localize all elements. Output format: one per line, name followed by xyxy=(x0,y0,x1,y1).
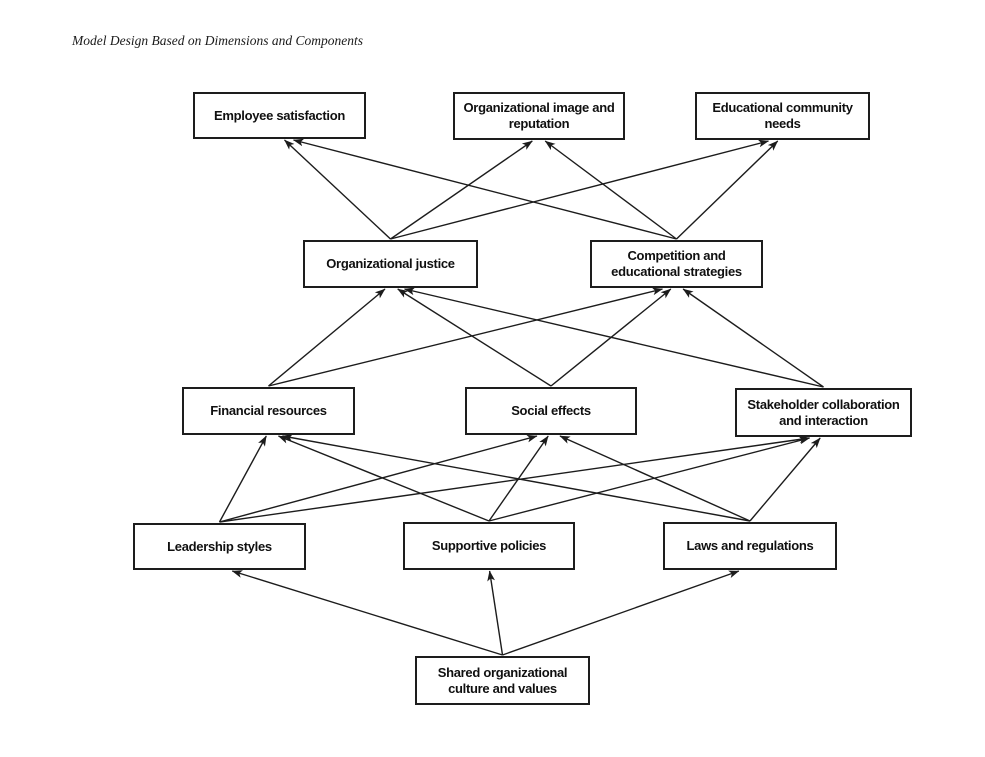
node-organizational-image-and-reputation: Organizational image and reputation xyxy=(453,92,625,140)
edge-leadership-to-financial xyxy=(218,435,267,523)
edge-shared_culture-to-supportive xyxy=(487,570,504,656)
edge-competition-to-edu_community xyxy=(676,140,779,240)
node-educational-community-needs: Educational community needs xyxy=(695,92,870,140)
node-organizational-justice: Organizational justice xyxy=(303,240,478,288)
node-label: Educational community needs xyxy=(712,100,853,131)
edge-competition-to-employee_satisfaction xyxy=(293,138,677,240)
node-label: Financial resources xyxy=(210,403,327,419)
edge-stakeholder-to-competition xyxy=(682,288,824,388)
edge-social-to-org_justice xyxy=(397,288,552,387)
edge-stakeholder-to-org_justice xyxy=(404,287,824,388)
node-label: Laws and regulations xyxy=(686,538,814,554)
node-supportive-policies: Supportive policies xyxy=(403,522,575,570)
edge-supportive-to-stakeholder xyxy=(488,436,810,522)
edge-org_justice-to-org_image xyxy=(390,140,533,240)
diagram-title: Model Design Based on Dimensions and Com… xyxy=(72,33,363,48)
node-shared-organizational-culture-and-values: Shared organizational culture and values xyxy=(415,656,590,705)
node-laws-and-regulations: Laws and regulations xyxy=(663,522,837,570)
edge-laws-to-financial xyxy=(282,433,751,522)
edge-shared_culture-to-leadership xyxy=(231,570,503,656)
node-label: Social effects xyxy=(511,403,591,419)
edge-financial-to-competition xyxy=(268,287,663,387)
node-label: Leadership styles xyxy=(167,538,272,554)
node-label: Supportive policies xyxy=(431,538,547,554)
node-label: Competition and educational strategies xyxy=(611,248,742,279)
edge-supportive-to-financial xyxy=(277,435,490,522)
edge-shared_culture-to-laws xyxy=(502,570,740,656)
node-social-effects: Social effects xyxy=(465,387,637,435)
node-label: Stakeholder collaboration and interactio… xyxy=(747,396,900,428)
node-stakeholder-collaboration-and-interaction: Stakeholder collaboration and interactio… xyxy=(735,388,912,437)
node-label: Shared organizational culture and values xyxy=(437,664,568,696)
edge-laws-to-social xyxy=(559,435,751,522)
edge-org_justice-to-employee_satisfaction xyxy=(284,139,391,240)
node-label: Organizational image and reputation xyxy=(463,100,615,131)
edge-leadership-to-stakeholder xyxy=(219,435,810,523)
edge-financial-to-org_justice xyxy=(268,288,386,387)
node-financial-resources: Financial resources xyxy=(182,387,355,435)
node-employee-satisfaction: Employee satisfaction xyxy=(193,92,366,139)
node-competition-and-educational-strategies: Competition and educational strategies xyxy=(590,240,763,288)
edge-org_justice-to-edu_community xyxy=(390,139,769,240)
edge-laws-to-stakeholder xyxy=(749,437,821,522)
edge-competition-to-org_image xyxy=(544,140,677,240)
node-label: Employee satisfaction xyxy=(214,107,345,123)
node-label: Organizational justice xyxy=(326,256,455,272)
node-leadership-styles: Leadership styles xyxy=(133,523,306,570)
edge-leadership-to-social xyxy=(219,434,538,523)
